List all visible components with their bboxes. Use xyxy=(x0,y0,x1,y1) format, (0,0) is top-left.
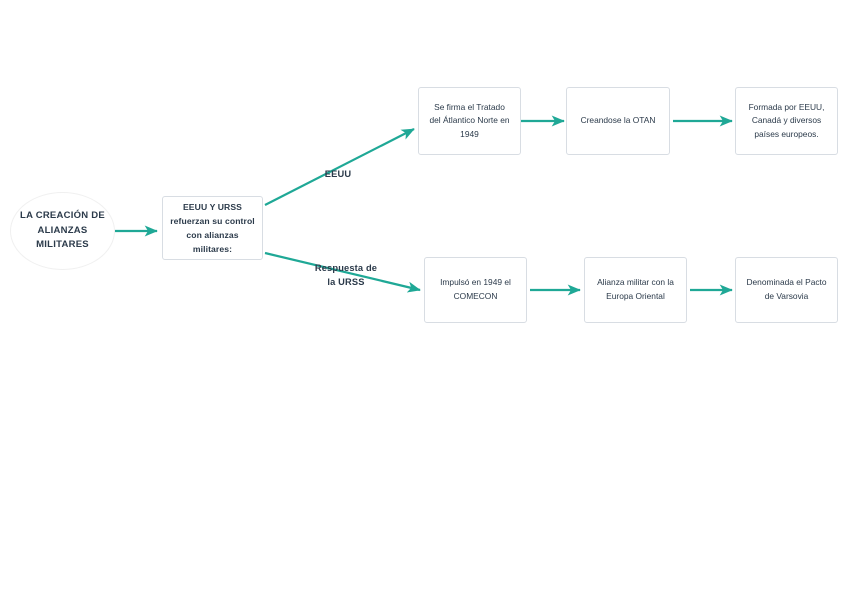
node-hub-label: EEUU Y URSS refuerzan su control con ali… xyxy=(170,201,255,255)
node-hub-eeuu-y-urss[interactable]: EEUU Y URSS refuerzan su control con ali… xyxy=(162,196,263,260)
node-tratado-label: Se firma el Tratado del Átlantico Norte … xyxy=(429,101,510,139)
node-alianza-militar-europa-oriental[interactable]: Alianza militar con la Europa Oriental xyxy=(584,257,687,323)
edge-label-eeuu-text: EEUU xyxy=(324,169,352,180)
node-root-label: LA CREACIÓN DE ALIANZAS MILITARES xyxy=(20,209,105,251)
node-creandose-la-otan[interactable]: Creandose la OTAN xyxy=(566,87,670,155)
node-miembros-label: Formada por EEUU, Canadá y diversos país… xyxy=(748,101,825,139)
node-comecon-label: Impulsó en 1949 el COMECON xyxy=(440,277,511,301)
edge-label-eeuu: EEUU xyxy=(300,155,376,182)
node-root-la-creacion-de-alianzas-militares[interactable]: LA CREACIÓN DE ALIANZAS MILITARES xyxy=(10,192,115,270)
node-pacto-de-varsovia[interactable]: Denominada el Pacto de Varsovia xyxy=(735,257,838,323)
edge-label-urss-text: Respuesta de la URSS xyxy=(314,263,378,287)
node-tratado-atlantico-norte[interactable]: Se firma el Tratado del Átlantico Norte … xyxy=(418,87,521,155)
node-varsovia-label: Denominada el Pacto de Varsovia xyxy=(746,277,827,301)
node-formada-por-eeuu-canada[interactable]: Formada por EEUU, Canadá y diversos país… xyxy=(735,87,838,155)
edge-label-respuesta-de-la-urss: Respuesta de la URSS xyxy=(296,249,396,289)
node-impulso-comecon[interactable]: Impulsó en 1949 el COMECON xyxy=(424,257,527,323)
node-alianza-label: Alianza militar con la Europa Oriental xyxy=(597,277,674,301)
node-otan-label: Creandose la OTAN xyxy=(580,115,656,126)
